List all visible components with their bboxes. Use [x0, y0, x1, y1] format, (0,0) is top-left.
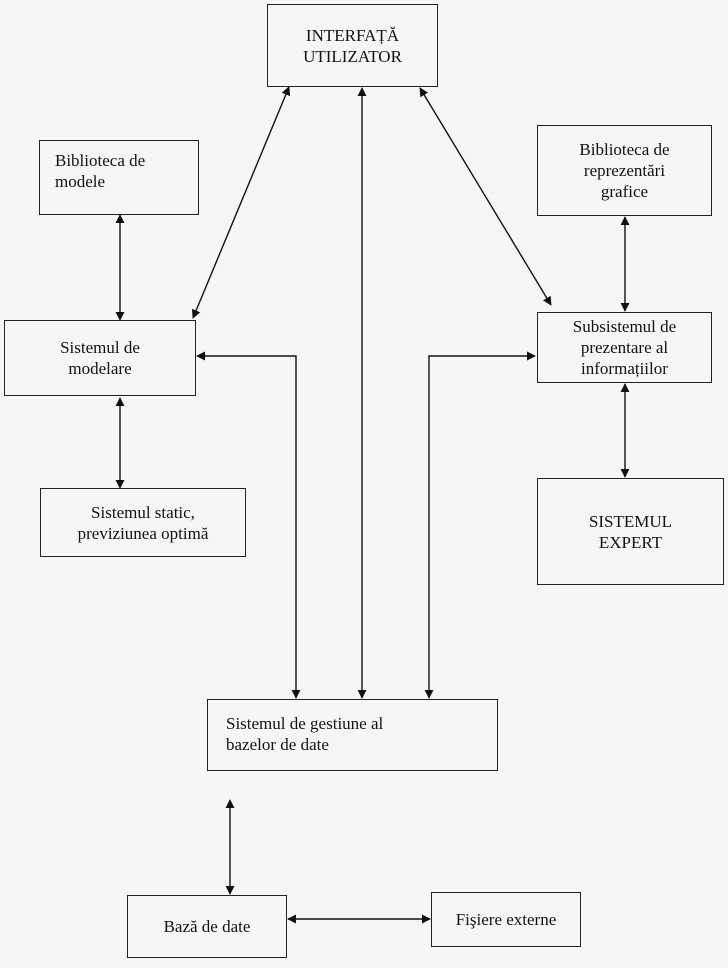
node-subsistemul-prezentare: Subsistemul de prezentare al informațiil… [537, 312, 712, 383]
node-sistemul-modelare: Sistemul de modelare [4, 320, 196, 396]
node-interfata-utilizator: INTERFAȚĂ UTILIZATOR [267, 4, 438, 87]
node-label: Bază de date [163, 917, 251, 936]
node-label: Biblioteca de reprezentări grafice [579, 140, 670, 201]
node-label: Sistemul de gestiune al bazelor de date [226, 714, 384, 754]
node-baza-date: Bază de date [127, 895, 287, 958]
node-label: Subsistemul de prezentare al informațiil… [572, 317, 677, 378]
arrow-interfata-modelare [191, 86, 291, 319]
arrow-prezentare-gestiune [424, 351, 536, 699]
node-biblioteca-modele: Biblioteca de modele [39, 140, 199, 215]
node-label: SISTEMUL EXPERT [588, 511, 673, 552]
node-fisiere-externe: Fişiere externe [431, 892, 581, 947]
node-label: Sistemul static, previziunea optimă [77, 502, 209, 543]
arrow-modelare-gestiune [196, 351, 301, 699]
node-sistemul-expert: SISTEMUL EXPERT [537, 478, 724, 585]
node-label: Fişiere externe [455, 910, 557, 929]
node-biblioteca-grafice: Biblioteca de reprezentări grafice [537, 125, 712, 216]
node-label: INTERFAȚĂ UTILIZATOR [303, 25, 402, 66]
node-sistemul-static: Sistemul static, previziunea optimă [40, 488, 246, 557]
node-label: Sistemul de modelare [60, 338, 140, 378]
node-sistemul-gestiune: Sistemul de gestiune al bazelor de date [207, 699, 498, 771]
arrow-interfata-prezentare [419, 87, 552, 306]
node-label: Biblioteca de modele [55, 151, 146, 191]
